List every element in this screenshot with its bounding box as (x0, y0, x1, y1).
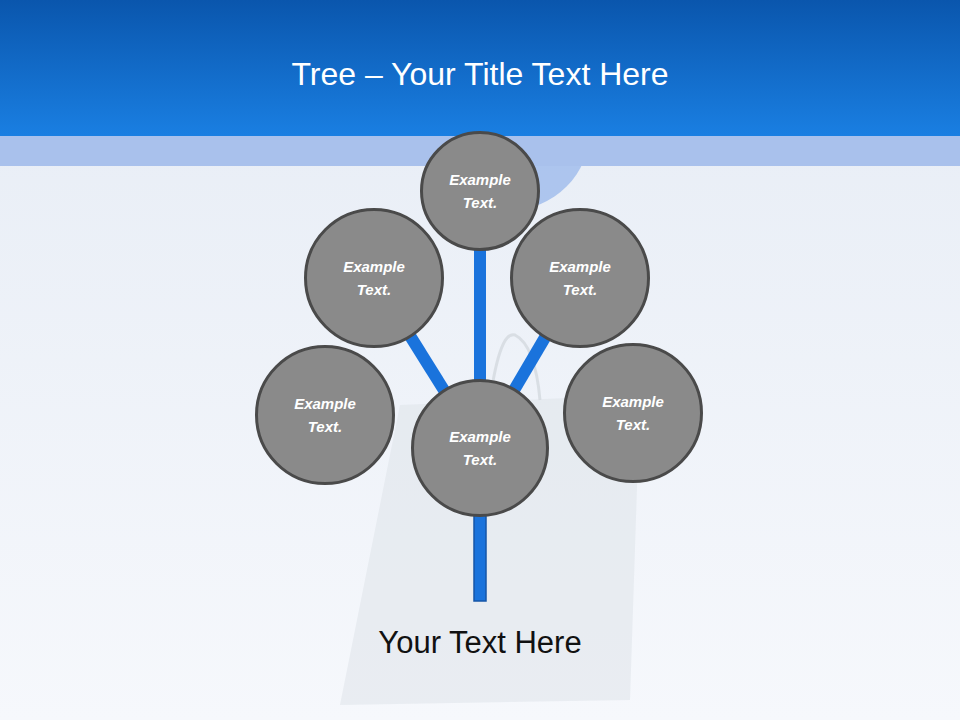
node-content: Example Text. (510, 208, 650, 348)
circle-shape (422, 133, 539, 250)
tree-branch (514, 337, 546, 391)
node-content: Example Text. (563, 343, 703, 483)
node-content: Example Text. (255, 345, 395, 485)
circle-shape (257, 347, 394, 484)
circle-node: Example Text. (510, 208, 650, 348)
circle-outline (255, 345, 395, 485)
circle-node: Example Text. (420, 131, 540, 251)
circle-node: Example Text. (304, 208, 444, 348)
slide-title: Tree – Your Title Text Here (0, 50, 960, 98)
circle-node: Example Text. (255, 345, 395, 485)
circle-outline (420, 131, 540, 251)
tree-branch (410, 336, 445, 391)
node-label: Example Text. (282, 392, 368, 438)
circle-outline (304, 208, 444, 348)
node-content: Example Text. (304, 208, 444, 348)
circle-outline (411, 379, 549, 517)
circle-shape (306, 210, 443, 347)
node-label: Example Text. (590, 390, 676, 436)
header-bar (0, 0, 960, 136)
circle-outline (510, 208, 650, 348)
circle-shape (512, 210, 649, 347)
node-content: Example Text. (420, 131, 540, 251)
circle-node: Example Text. (563, 343, 703, 483)
tree-branch (474, 249, 486, 381)
circle-node: Example Text. (411, 379, 549, 517)
node-label: Example Text. (331, 255, 417, 301)
node-label: Example Text. (437, 425, 523, 471)
circle-outline (563, 343, 703, 483)
node-label: Example Text. (437, 168, 523, 214)
node-label: Example Text. (537, 255, 623, 301)
circle-shape (413, 381, 548, 516)
caption: Your Text Here (0, 622, 960, 664)
node-content: Example Text. (411, 379, 549, 517)
circle-shape (565, 345, 702, 482)
